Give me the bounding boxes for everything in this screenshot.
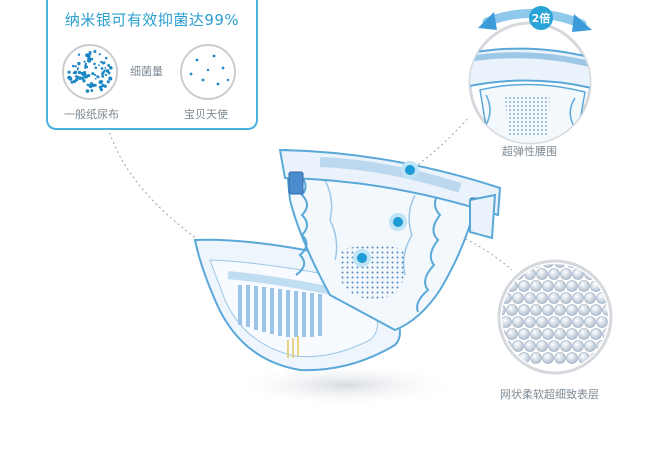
front-stripes <box>238 285 322 337</box>
baby-angel-circle <box>180 44 236 100</box>
ground-shadow <box>230 363 460 407</box>
waistband-zoom-circle <box>468 21 592 145</box>
baby-angel-label: 宝贝天使 <box>184 108 228 121</box>
stretch-badge-text: 2倍 <box>531 12 551 25</box>
panel-title: 纳米银可有效抑菌达99% <box>64 11 240 29</box>
mesh-bubbles <box>502 264 608 364</box>
bacteria-comparison-graphic <box>62 44 236 100</box>
right-leg-cuff <box>416 189 442 313</box>
diaper-front-pad <box>193 238 401 372</box>
bacteria-amount-label: 细菌量 <box>130 65 163 78</box>
bacteria-dots-few <box>189 54 230 86</box>
waistband-tabs <box>288 171 485 223</box>
connector-waist <box>409 117 469 171</box>
connector-surface <box>397 221 513 271</box>
surface-zoom-circle <box>497 259 613 375</box>
absorbent-core <box>338 245 407 299</box>
left-leg-cuff <box>295 174 308 276</box>
wetness-indicator <box>287 336 299 358</box>
bacteria-dots-many <box>67 50 113 93</box>
waistband-callout-label: 超弹性腰围 <box>502 145 557 158</box>
diaper-back <box>283 148 482 332</box>
surface-callout-label: 网状柔软超细致表层 <box>500 388 599 401</box>
connector-panel <box>107 127 233 263</box>
antibacterial-panel: 纳米银可有效抑菌达99% 细菌量 一般纸尿布 宝贝天使 <box>46 0 258 130</box>
waistband <box>278 148 502 217</box>
regular-diaper-label: 一般纸尿布 <box>64 108 119 121</box>
feature-markers <box>353 161 419 267</box>
